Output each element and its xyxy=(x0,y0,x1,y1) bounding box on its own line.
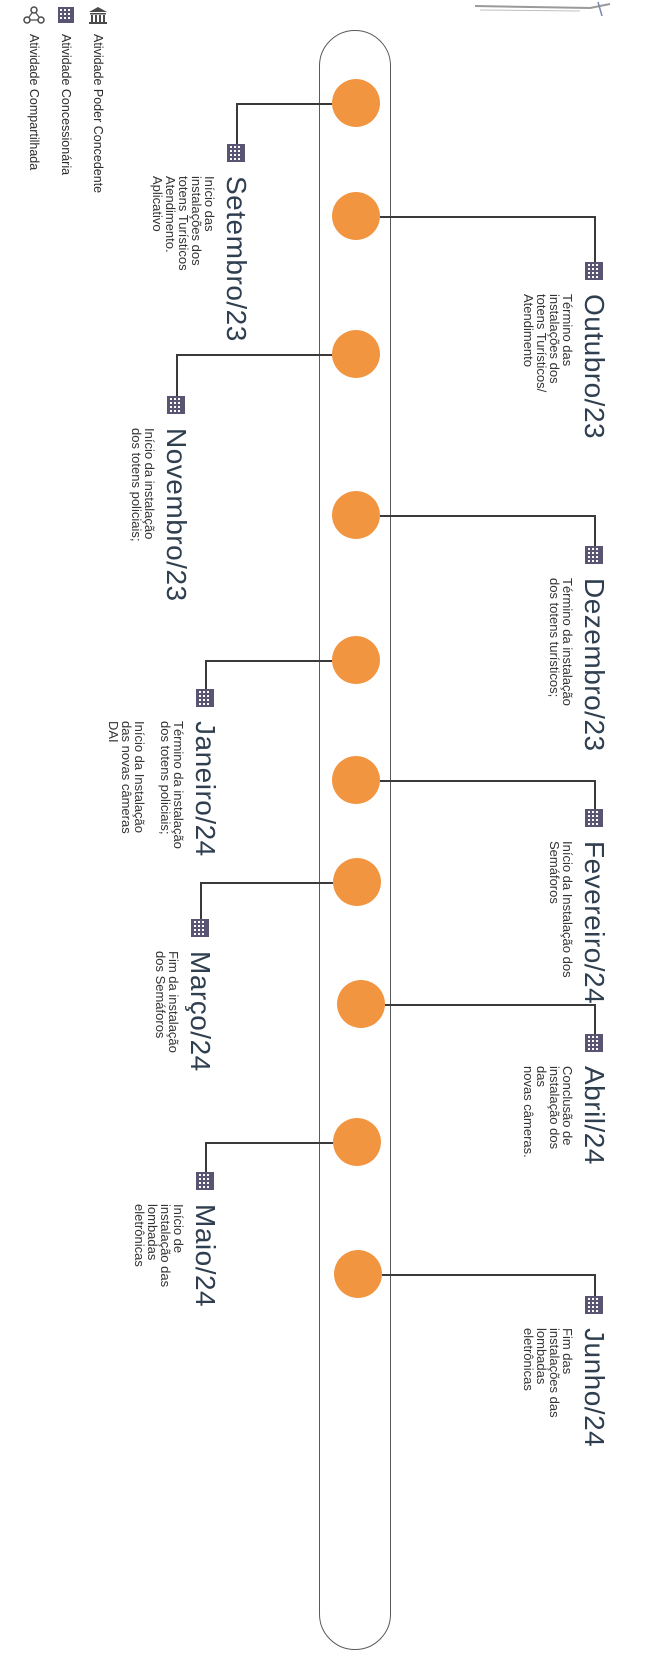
connector-vertical xyxy=(594,780,596,815)
event-description: Término das instalações dos totens Turís… xyxy=(521,294,575,393)
timeline-dot xyxy=(332,491,380,539)
building-icon xyxy=(58,7,74,23)
connector-vertical xyxy=(594,515,596,552)
connector-vertical xyxy=(594,216,596,268)
connector-horizontal xyxy=(382,1274,594,1276)
event-month: Fevereiro/24 xyxy=(578,807,610,1004)
connector-horizontal xyxy=(236,103,332,105)
event-month-label: Setembro/23 xyxy=(221,176,252,342)
event-description: Conclusão de instalação dos das novas câ… xyxy=(521,1066,575,1158)
timeline-line xyxy=(319,30,391,1650)
event-description: Fim da instalação dos Semáforos xyxy=(153,951,181,1053)
event-description: Início das instalações dos totens Turíst… xyxy=(150,176,217,271)
connector-vertical xyxy=(176,354,178,402)
building-icon xyxy=(196,689,214,707)
legend-label: Atividade Concessionária xyxy=(59,34,73,176)
event-month-label: Novembro/23 xyxy=(161,428,192,602)
legend-item-poder-concedente: Atividade Poder Concedente xyxy=(88,4,108,193)
event-description: Início da Instalação dos Semáforos xyxy=(547,841,575,978)
timeline-dot xyxy=(332,756,380,804)
connector-vertical xyxy=(200,882,202,925)
building-icon xyxy=(585,1296,603,1314)
event-month: Novembro/23 xyxy=(160,394,192,602)
event-month-label: Janeiro/24 xyxy=(190,721,221,857)
connector-horizontal xyxy=(205,1142,333,1144)
connector-horizontal xyxy=(380,515,594,517)
timeline-dot xyxy=(332,79,380,127)
building-icon xyxy=(196,1172,214,1190)
event-month-label: Junho/24 xyxy=(579,1328,610,1448)
event-month-label: Abril/24 xyxy=(579,1066,610,1165)
legend-label: Atividade Poder Concedente xyxy=(91,34,105,194)
timeline-dot xyxy=(333,858,381,906)
connector-horizontal xyxy=(176,354,332,356)
connector-vertical xyxy=(236,103,238,150)
connector-horizontal xyxy=(200,882,333,884)
event-month-label: Outubro/23 xyxy=(579,294,610,440)
legend-item-compartilhada: Atividade Compartilhada xyxy=(23,4,45,171)
building-icon xyxy=(227,144,245,162)
building-icon xyxy=(585,546,603,564)
connector-horizontal xyxy=(385,1004,594,1006)
connector-horizontal xyxy=(205,660,332,662)
event-month-label: Março/24 xyxy=(185,951,216,1072)
building-icon xyxy=(585,809,603,827)
scan-artifact xyxy=(474,1,611,17)
event-month: Junho/24 xyxy=(578,1294,610,1447)
event-description: Início da instalação dos totens policiai… xyxy=(129,428,157,542)
event-month-label: Maio/24 xyxy=(190,1204,221,1308)
event-month: Outubro/23 xyxy=(578,260,610,439)
building-icon xyxy=(585,1034,603,1052)
event-month: Janeiro/24 xyxy=(189,687,221,857)
timeline-dot xyxy=(333,1118,381,1166)
event-description: Término da instalação dos totens turísti… xyxy=(547,578,575,706)
event-month: Setembro/23 xyxy=(220,142,252,342)
event-description: Início de instalação das lombadas eletrô… xyxy=(132,1204,186,1288)
event-month: Abril/24 xyxy=(578,1032,610,1165)
people-network-icon xyxy=(23,6,45,24)
connector-vertical xyxy=(205,1142,207,1178)
event-description: Fim das instalações das lombadas eletrôn… xyxy=(521,1328,575,1418)
timeline-dot xyxy=(332,636,380,684)
building-icon xyxy=(167,396,185,414)
building-icon xyxy=(191,919,209,937)
building-icon xyxy=(585,262,603,280)
legend-item-concessionaria: Atividade Concessionária xyxy=(56,4,76,175)
event-month: Março/24 xyxy=(184,917,216,1072)
timeline-dot xyxy=(332,192,380,240)
legend-label: Atividade Compartilhada xyxy=(27,34,41,171)
connector-vertical xyxy=(594,1274,596,1302)
connector-horizontal xyxy=(380,216,594,218)
event-description: Término da instalação dos totens policia… xyxy=(106,721,186,849)
timeline-dot xyxy=(334,1250,382,1298)
timeline-dot xyxy=(337,980,385,1028)
government-building-icon xyxy=(89,7,107,24)
event-month: Maio/24 xyxy=(189,1170,221,1307)
connector-vertical xyxy=(205,660,207,695)
event-month-label: Fevereiro/24 xyxy=(579,841,610,1005)
timeline-dot xyxy=(332,330,380,378)
event-month: Dezembro/23 xyxy=(578,544,610,752)
connector-vertical xyxy=(594,1004,596,1040)
event-month-label: Dezembro/23 xyxy=(579,578,610,752)
connector-horizontal xyxy=(380,780,594,782)
